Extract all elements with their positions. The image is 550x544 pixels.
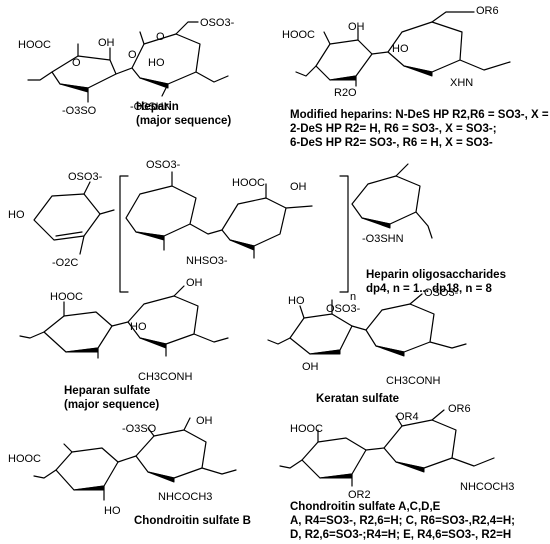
chondroitin-sulfate-b-title: Chondroitin sulfate B xyxy=(134,515,251,527)
keratan-oso3-b-label: OSO3- xyxy=(424,287,459,299)
keratan-nhac-label: CH3CONH xyxy=(386,375,440,387)
modified-heparins-line1: Modified heparins: N-DeS HP R2,R6 = SO3-… xyxy=(290,109,550,121)
heparin-oso3-top-label: OSO3- xyxy=(200,17,235,29)
chondroitin-b-nhac-label: NHCOCH3 xyxy=(158,491,212,503)
heparin-link-o-label: O xyxy=(128,49,137,61)
heparin-name: Heparin xyxy=(136,101,179,113)
chondroitin-sulfate-b-structure: -O3SO OH HOOC HO NHCOCH3 Chondroitin sul… xyxy=(8,415,251,527)
modified-heparin-cooh-label: HOOC xyxy=(282,29,315,41)
modified-heparin-structure: HOOC OH HO OR6 R2O XHN Modified heparins… xyxy=(282,5,550,149)
heparin-subtitle: (major sequence) xyxy=(136,115,231,127)
heparin-ho-label: HO xyxy=(148,57,165,69)
modified-heparin-oh-label: OH xyxy=(348,21,365,33)
heparan-sulfate-subtitle: (major sequence) xyxy=(64,399,159,411)
chondroitin-acde-or6-label: OR6 xyxy=(448,403,471,415)
heparan-oh-label: OH xyxy=(186,277,203,289)
modified-heparin-r2o-label: R2O xyxy=(334,87,357,99)
oligo-oso3-label: OSO3- xyxy=(68,171,103,183)
oligo-ho-label: HO xyxy=(8,209,25,221)
chondroitin-acde-cooh-label: HOOC xyxy=(290,423,323,435)
keratan-ho-label: HO xyxy=(288,295,305,307)
heparin-cooh-label: HOOC xyxy=(18,39,51,51)
chondroitin-acde-or2-label: OR2 xyxy=(348,489,371,501)
oligo-so3hn-label: -O3SHN xyxy=(362,233,404,245)
heparin-so3hn-label: -O3SHN xyxy=(130,101,172,113)
heparan-cooh-label: HOOC xyxy=(50,291,83,303)
heparin-oligosaccharides-subtitle: dp4, n = 1... dp18, n = 8 xyxy=(366,283,493,295)
modified-heparin-xhn-label: XHN xyxy=(450,77,473,89)
chondroitin-acde-nhac-label: NHCOCH3 xyxy=(460,481,514,493)
heparin-oh-label: OH xyxy=(98,37,115,49)
keratan-oh-label: OH xyxy=(302,361,319,373)
oligo-oh-label: OH xyxy=(290,181,307,193)
chondroitin-b-oh-label: OH xyxy=(196,415,213,427)
oligo-o2c-label: -O2C xyxy=(52,257,78,269)
chondroitin-b-ho-label: HO xyxy=(104,505,121,517)
heparan-sulfate-structure: HOOC OH HO CH3CONH Heparan sulfate (majo… xyxy=(19,277,229,411)
heparin-oso3-left-label: -O3SO xyxy=(62,105,97,117)
keratan-sulfate-structure: OSO3- HO OH OSO3- CH3CONH Keratan sulfat… xyxy=(267,287,467,405)
heparan-ho-label: HO xyxy=(130,321,147,333)
heparin-structure: HOOC OH O O O OSO3- -O3SO HO -O3SHN Hepa… xyxy=(18,17,235,127)
modified-heparin-or6-label: OR6 xyxy=(476,5,499,17)
modified-heparins-line3: 6-DeS HP R2= SO3-, R6 = H, X = SO3- xyxy=(290,137,493,149)
heparin-ring-o2-label: O xyxy=(156,31,165,43)
heparan-sulfate-title: Heparan sulfate xyxy=(64,385,150,397)
modified-heparins-line2: 2-DeS HP R2= H, R6 = SO3-, X = SO3-; xyxy=(290,123,497,135)
chondroitin-b-cooh-label: HOOC xyxy=(8,453,41,465)
modified-heparin-ho-label: HO xyxy=(392,43,409,55)
heparin-oligosaccharides-title: Heparin oligosaccharides xyxy=(366,269,506,281)
keratan-sulfate-title: Keratan sulfate xyxy=(316,393,399,405)
chondroitin-sulfate-acde-title: Chondroitin sulfate A,C,D,E xyxy=(290,501,441,513)
oligo-oso3-b-label: OSO3- xyxy=(146,159,181,171)
heparan-nhac-label: CH3CONH xyxy=(138,371,192,383)
oligo-nhso3-label: NHSO3- xyxy=(186,255,228,267)
heparin-oligosaccharide-structure: OSO3- HO -O2C OSO3- HOOC OH NHSO3- -O3SH… xyxy=(8,159,506,303)
chondroitin-sulfate-acde-line2: A, R4=SO3-, R2,6=H; C, R6=SO3-,R2,4=H; xyxy=(290,515,515,527)
heparin-ring-o-label: O xyxy=(72,57,81,69)
chondroitin-b-oso3-label: -O3SO xyxy=(122,423,157,435)
keratan-oso3-label: OSO3- xyxy=(326,303,361,315)
oligo-cooh-label: HOOC xyxy=(232,177,265,189)
chondroitin-acde-or4-label: OR4 xyxy=(396,411,419,423)
chondroitin-sulfate-acde-structure: HOOC OR4 OR6 OR2 NHCOCH3 Chondroitin sul… xyxy=(279,403,515,541)
chondroitin-sulfate-acde-line3: D, R2,6=SO3-;R4=H; E, R4,6=SO3-, R2=H xyxy=(290,529,511,541)
oligo-n-label: n xyxy=(350,291,356,303)
